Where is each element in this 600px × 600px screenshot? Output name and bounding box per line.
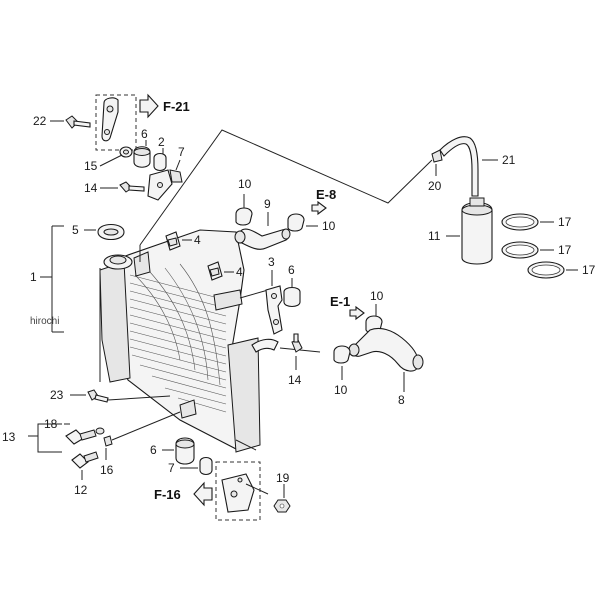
callout-4: 4 xyxy=(236,265,243,279)
callout-15: 15 xyxy=(84,159,98,173)
bolt-22 xyxy=(65,115,91,129)
bolt-14-upper xyxy=(119,181,145,193)
callout-13: 13 xyxy=(2,430,16,444)
callout-6: 6 xyxy=(141,127,148,141)
radiator-core xyxy=(99,229,279,453)
callout-17: 17 xyxy=(558,215,572,229)
band-17-3 xyxy=(527,261,578,279)
callout-5: 5 xyxy=(72,223,79,237)
band-17-2 xyxy=(501,241,554,259)
callout-16: 16 xyxy=(100,463,114,477)
watermark: hirochi xyxy=(30,316,59,327)
ref-e8[interactable]: E-8 xyxy=(316,187,336,202)
callout-4: 4 xyxy=(194,233,201,247)
callout-23: 23 xyxy=(50,388,64,402)
bolt-12 xyxy=(71,451,99,469)
callout-17: 17 xyxy=(582,263,596,277)
callout-8: 8 xyxy=(398,393,405,407)
ref-f21[interactable]: F-21 xyxy=(163,99,190,114)
callout-21: 21 xyxy=(502,153,516,167)
callout-7: 7 xyxy=(168,461,175,475)
lower-mount-group xyxy=(162,437,291,521)
callout-22: 22 xyxy=(33,114,47,128)
callout-12: 12 xyxy=(74,483,88,497)
callout-7: 7 xyxy=(178,145,185,159)
callout-17: 17 xyxy=(558,243,572,257)
side-bracket-group xyxy=(265,270,303,370)
callout-10: 10 xyxy=(238,177,252,191)
bolt-23 xyxy=(87,389,109,403)
lower-hose-group xyxy=(333,304,424,392)
callout-2: 2 xyxy=(158,135,165,149)
clip-lower-4 xyxy=(207,261,234,281)
callout-3: 3 xyxy=(268,255,275,269)
sensor-18 xyxy=(65,427,105,445)
arrow-icon xyxy=(311,200,327,216)
arrow-right-icon xyxy=(139,93,159,119)
callout-1: 1 xyxy=(30,270,37,284)
arrow-left-icon xyxy=(193,481,213,507)
reservoir-group xyxy=(431,136,578,279)
callout-10: 10 xyxy=(322,219,336,233)
callout-6: 6 xyxy=(150,443,157,457)
ref-e1[interactable]: E-1 xyxy=(330,294,350,309)
callout-10: 10 xyxy=(334,383,348,397)
callout-6: 6 xyxy=(288,263,295,277)
callout-14: 14 xyxy=(84,181,98,195)
callout-11: 11 xyxy=(428,229,441,243)
callout-labels: 22 F-21 6 2 7 15 14 5 4 1 hirochi 10 9 E… xyxy=(2,99,596,502)
callout-18: 18 xyxy=(44,417,58,431)
drain-group xyxy=(28,389,181,480)
callout-19: 19 xyxy=(276,471,290,485)
cap-seal xyxy=(84,223,125,241)
upper-bracket-group xyxy=(50,93,183,201)
callout-10: 10 xyxy=(370,289,384,303)
band-17-1 xyxy=(501,213,554,231)
arrow-icon xyxy=(349,305,365,321)
guide-lines xyxy=(99,129,433,451)
clip-upper-4 xyxy=(165,231,192,251)
callout-20: 20 xyxy=(428,179,442,193)
upper-hose-group xyxy=(234,194,327,250)
ref-f16[interactable]: F-16 xyxy=(154,487,181,502)
callout-14: 14 xyxy=(288,373,302,387)
leader-1 xyxy=(40,225,64,333)
callout-9: 9 xyxy=(264,197,271,211)
bolt-14-lower xyxy=(291,333,303,353)
